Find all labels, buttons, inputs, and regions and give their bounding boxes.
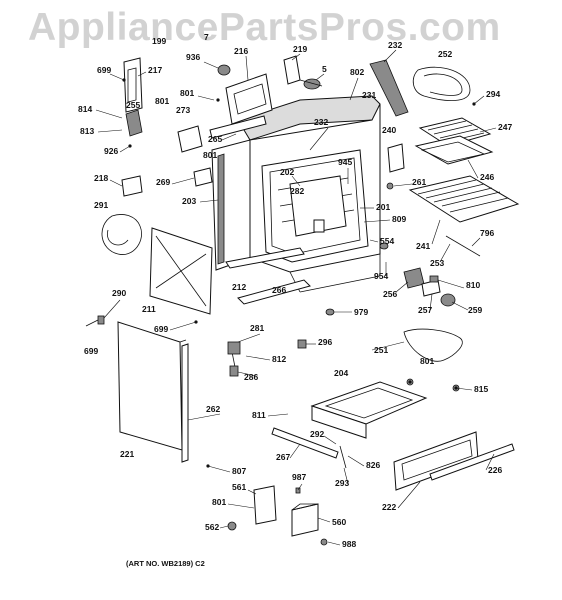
callout-231: 231 (362, 90, 376, 100)
callout-201: 201 (376, 202, 390, 212)
callout-253: 253 (430, 258, 444, 268)
callout-801d: 801 (420, 356, 434, 366)
callout-802: 802 (350, 67, 364, 77)
callout-216: 216 (234, 46, 248, 56)
callout-811: 811 (252, 410, 266, 420)
callout-256: 256 (383, 289, 397, 299)
callout-259: 259 (468, 305, 482, 315)
callout-560: 560 (332, 517, 346, 527)
callout-290: 290 (112, 288, 126, 298)
callout-699b: 699 (154, 324, 168, 334)
callout-221: 221 (120, 449, 134, 459)
callout-979: 979 (354, 307, 368, 317)
callout-296: 296 (318, 337, 332, 347)
callout-814: 814 (78, 104, 92, 114)
callout-240: 240 (382, 125, 396, 135)
callout-554: 291 (94, 200, 108, 210)
callout-265: 265 (208, 134, 222, 144)
callouts: 199 7 216 219 232 252 699 217 936 5 802 … (78, 32, 512, 549)
callout-699a: 699 (97, 65, 111, 75)
broiler-and-racks (408, 117, 520, 223)
callout-262: 262 (206, 404, 220, 414)
callout-699c: 699 (84, 346, 98, 356)
callout-255: 255 (126, 100, 140, 110)
callout-807: 807 (232, 466, 246, 476)
callout-987: 987 (292, 472, 306, 482)
callout-293: 293 (335, 478, 349, 488)
callout-291: 809 (392, 214, 406, 224)
callout-988: 988 (342, 539, 356, 549)
callout-801c: 801 (203, 150, 217, 160)
callout-815: 815 (474, 384, 488, 394)
callout-211: 211 (142, 304, 156, 314)
callout-294: 294 (486, 89, 500, 99)
callout-217: 217 (148, 65, 162, 75)
callout-247: 247 (498, 122, 512, 132)
callout-796: 796 (480, 228, 494, 238)
callout-926: 926 (104, 146, 118, 156)
bottom-parts (227, 267, 515, 546)
callout-202: 202 (280, 167, 294, 177)
callout-212: 212 (232, 282, 246, 292)
callout-267: 267 (276, 452, 290, 462)
callout-5: 5 (322, 64, 327, 74)
callout-810: 810 (466, 280, 480, 290)
callout-251: 251 (374, 345, 388, 355)
callout-269: 269 (156, 177, 170, 187)
callout-813: 813 (80, 126, 94, 136)
callout-218: 218 (94, 173, 108, 183)
callout-826: 826 (366, 460, 380, 470)
callout-561: 561 (232, 482, 246, 492)
callout-801b: 801 (155, 96, 169, 106)
callout-226: 226 (488, 465, 502, 475)
callout-232a: 232 (388, 40, 402, 50)
callout-282: 282 (290, 186, 304, 196)
callout-203: 203 (182, 196, 196, 206)
callout-266: 266 (272, 285, 286, 295)
callout-809: 554 (380, 236, 394, 246)
left-side-parts (85, 214, 213, 463)
callout-7: 7 (204, 32, 209, 42)
callout-936: 936 (186, 52, 200, 62)
callout-204: 204 (334, 368, 348, 378)
callout-954: 954 (374, 271, 388, 281)
callout-219: 219 (293, 44, 307, 54)
callout-261: 261 (412, 177, 426, 187)
oven-cavity (211, 95, 381, 293)
callout-286: 286 (244, 372, 258, 382)
callout-222: 222 (382, 502, 396, 512)
callout-945: 945 (338, 157, 352, 167)
callout-292: 292 (310, 429, 324, 439)
callout-801e: 801 (212, 497, 226, 507)
callout-812: 812 (272, 354, 286, 364)
callout-273: 273 (176, 105, 190, 115)
callout-199: 199 (152, 36, 166, 46)
callout-246: 246 (480, 172, 494, 182)
callout-562: 562 (205, 522, 219, 532)
callout-252: 252 (438, 49, 452, 59)
callout-801a: 801 (180, 88, 194, 98)
callout-241: 241 (416, 241, 430, 251)
top-parts (121, 55, 471, 197)
callout-281: 281 (250, 323, 264, 333)
callout-257: 257 (418, 305, 432, 315)
art-number: (ART NO. WB2189) C2 (126, 559, 205, 568)
callout-232b: 232 (314, 117, 328, 127)
